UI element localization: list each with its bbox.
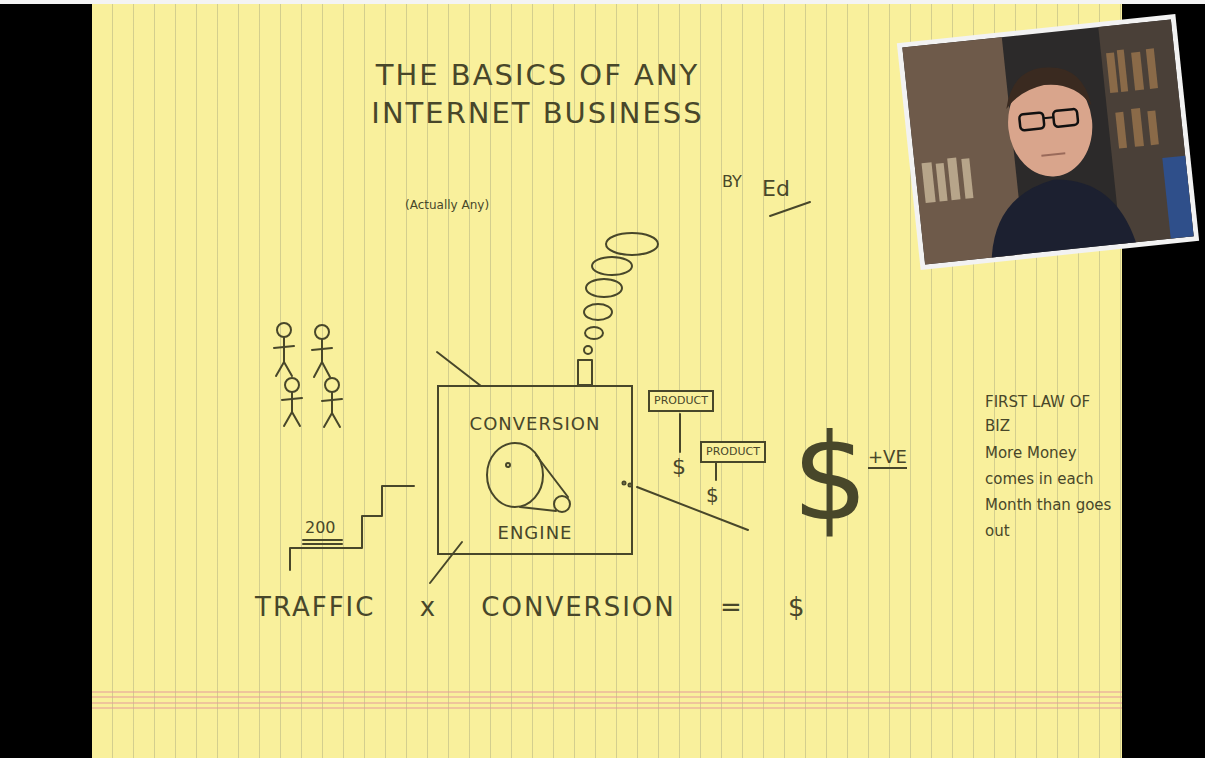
dot — [623, 482, 626, 485]
positive-label: +VE — [868, 446, 907, 469]
smoke-clouds — [584, 233, 658, 354]
dollar-sign: $ — [706, 483, 719, 507]
step-number: 200 — [305, 518, 336, 537]
funnel-line — [437, 352, 481, 386]
signature-stroke — [770, 202, 810, 216]
funnel-line — [430, 542, 462, 583]
underline — [303, 543, 342, 545]
author-name: Ed — [762, 176, 790, 201]
sign-text: PRODUCT — [706, 445, 760, 459]
law-heading: FIRST LAW OF BIZ — [985, 390, 1107, 438]
law-text: More Money comes in each Month than goes… — [985, 440, 1115, 544]
note-text: (Actually Any) — [405, 198, 489, 212]
product-sign: PRODUCT — [700, 441, 766, 463]
dollar-sign: $ — [672, 454, 686, 479]
title: THE BASICS OF ANY INTERNET BUSINESS — [370, 56, 705, 132]
engine-cog — [487, 443, 570, 512]
stick-figures — [274, 323, 342, 427]
formula: TRAFFIC x CONVERSION = $ — [255, 592, 807, 622]
sign-post — [715, 463, 717, 480]
webcam-inset — [897, 14, 1199, 270]
chimney — [578, 360, 592, 385]
sign-text: PRODUCT — [654, 394, 708, 408]
stairs — [290, 486, 414, 570]
engine-heading: CONVERSION — [439, 413, 631, 434]
engine-label: ENGINE — [439, 522, 631, 543]
conveyor-line — [637, 487, 748, 530]
engine-box: CONVERSION ENGINE — [437, 385, 633, 555]
underline — [303, 539, 342, 541]
product-sign: PRODUCT — [648, 390, 714, 412]
big-dollar-sign: $ — [792, 418, 868, 538]
byline: BY — [722, 172, 742, 191]
pad-margin-lines — [92, 692, 1122, 708]
sign-post — [679, 414, 681, 452]
